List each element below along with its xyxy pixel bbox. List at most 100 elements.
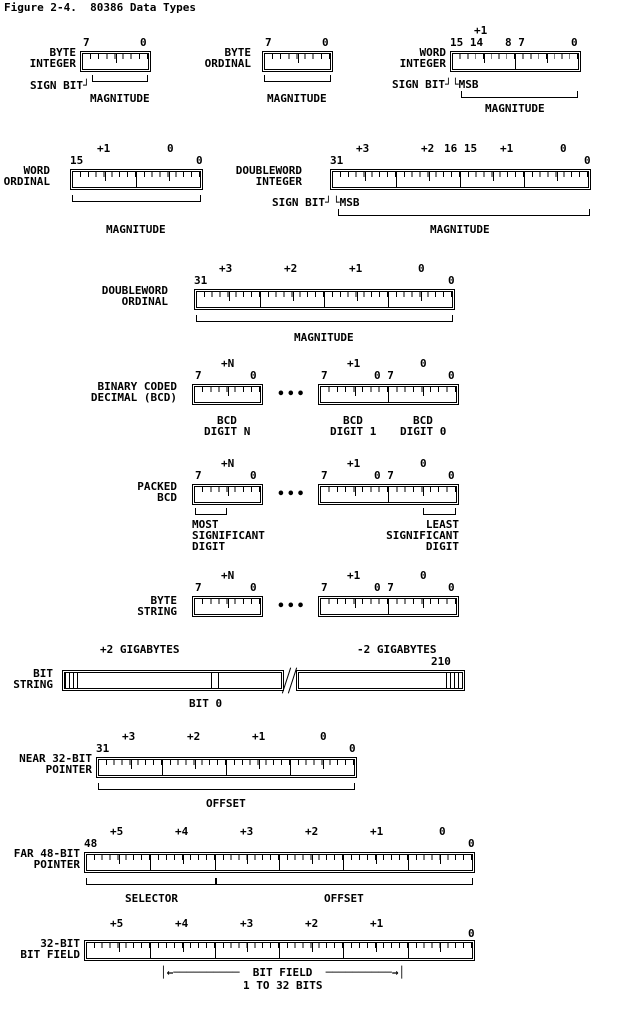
- dword-integer-offset-1: +1: [500, 142, 514, 155]
- dword-ordinal-bit-lo: 0: [448, 274, 455, 287]
- dword-ordinal-offset-2: +2: [284, 262, 298, 275]
- packed-bcd-offset-0: 0: [420, 457, 427, 470]
- byte-cell: [515, 54, 578, 69]
- bit-field-offset-4: +4: [175, 917, 189, 930]
- byte-cell: [87, 855, 151, 870]
- dword-integer-box: [330, 169, 591, 190]
- byte-cell: [388, 599, 456, 614]
- near-pointer-offset-3: +3: [122, 730, 136, 743]
- byte-cell: [150, 943, 215, 958]
- word-integer-bits-hi: 15 14: [450, 36, 484, 49]
- byte-string-offset-1: +1: [347, 569, 361, 582]
- near-pointer-box: [96, 757, 357, 778]
- byte-ordinal-bit-lo: 0: [322, 36, 329, 49]
- dword-ordinal-label-2: ORDINAL: [121, 295, 168, 308]
- word-integer-bit-lo: 0: [571, 36, 578, 49]
- bit-string-right-ticks: [446, 673, 462, 688]
- bit-field-box: [84, 940, 475, 961]
- byte-cell: [278, 943, 344, 958]
- dword-ordinal-bit-hi: 31: [194, 274, 208, 287]
- byte-cell: [407, 943, 473, 958]
- byte-integer-bit-lo: 0: [140, 36, 147, 49]
- bit-string-plus-label: +2 GIGABYTES: [100, 643, 180, 656]
- far-pointer-selector-brace: [86, 878, 216, 885]
- packed-bcd-left-box: [192, 484, 263, 505]
- dword-integer-bit-lo: 0: [584, 154, 591, 167]
- byte-ordinal-bit-hi: 7: [265, 36, 272, 49]
- word-integer-magnitude-brace: [461, 91, 578, 98]
- byte-integer-magnitude-brace: [92, 75, 148, 82]
- byte-cell: [324, 292, 388, 307]
- bit-string-bit0-marker: [211, 673, 219, 688]
- byte-string-offset-n: +N: [221, 569, 235, 582]
- packed-bcd-lsd-label-3: DIGIT: [425, 540, 459, 553]
- far-pointer-box: [84, 852, 475, 873]
- far-pointer-offset-2: +2: [305, 825, 319, 838]
- byte-ordinal-magnitude-label: MAGNITUDE: [267, 92, 327, 105]
- byte-ordinal-box: [262, 51, 333, 72]
- bit-string-label-1: BIT: [33, 667, 53, 680]
- packed-bcd-left-bit-hi: 7: [195, 469, 202, 482]
- bit-string-bit-numbers: 210: [431, 655, 451, 668]
- byte-cell: [343, 943, 408, 958]
- bcd-digit-n-label-2: DIGIT N: [204, 425, 251, 438]
- word-ordinal-offset-1: +1: [97, 142, 111, 155]
- byte-cell: [226, 760, 290, 775]
- near-pointer-bit-hi: 31: [96, 742, 110, 755]
- word-ordinal-label-2: ORDINAL: [3, 175, 50, 188]
- dword-ordinal-box: [194, 289, 455, 310]
- word-integer-sign-bit-label: SIGN BIT┘: [392, 78, 452, 91]
- bit-field-range-label: 1 TO 32 BITS: [243, 979, 323, 992]
- byte-cell: [260, 292, 324, 307]
- byte-cell: [407, 855, 473, 870]
- byte-string-label-1: BYTE: [150, 594, 178, 607]
- bit-field-offset-2: +2: [305, 917, 319, 930]
- byte-cell: [396, 172, 460, 187]
- far-pointer-bit-lo: 0: [468, 837, 475, 850]
- byte-cell: [195, 487, 260, 502]
- byte-cell: [136, 172, 200, 187]
- byte-cell: [388, 487, 456, 502]
- bit-field-span-arrow: │←────────── BIT FIELD ──────────→│: [160, 966, 406, 979]
- dword-ordinal-offset-1: +1: [349, 262, 363, 275]
- far-pointer-offset-label: OFFSET: [324, 892, 364, 905]
- bcd-digit-n-label-1: BCD: [217, 414, 237, 427]
- byte-string-left-bit-hi: 7: [195, 581, 202, 594]
- byte-integer-magnitude-label: MAGNITUDE: [90, 92, 150, 105]
- far-pointer-label-1: FAR 48-BIT: [13, 847, 80, 860]
- bit-string-label-2: STRING: [13, 678, 53, 691]
- bcd-offset-0: 0: [420, 357, 427, 370]
- byte-cell: [87, 943, 151, 958]
- bcd-right-bits-mid: 0 7: [374, 369, 394, 382]
- near-pointer-offset-0: 0: [320, 730, 327, 743]
- packed-bcd-msd-label-3: DIGIT: [192, 540, 226, 553]
- dword-integer-bits-mid: 16 15: [444, 142, 478, 155]
- byte-ordinal-label-1: BYTE: [224, 46, 252, 59]
- dword-integer-label-1: DOUBLEWORD: [235, 164, 302, 177]
- dword-integer-offset-0: 0: [560, 142, 567, 155]
- packed-bcd-msd-label-2: SIGNIFICANT: [192, 529, 265, 542]
- byte-cell: [343, 855, 408, 870]
- dword-integer-magnitude-brace: [338, 209, 590, 216]
- byte-cell: [460, 172, 524, 187]
- near-pointer-offset-1: +1: [252, 730, 266, 743]
- near-pointer-offset-brace: [98, 783, 355, 790]
- word-ordinal-magnitude-brace: [72, 195, 201, 202]
- figure-title: Figure 2-4. 80386 Data Types: [4, 1, 197, 14]
- word-ordinal-magnitude-label: MAGNITUDE: [106, 223, 166, 236]
- byte-cell: [290, 760, 354, 775]
- byte-string-right-box: [318, 596, 459, 617]
- packed-bcd-lsd-brace: [423, 508, 456, 515]
- byte-integer-sign-bit-label: SIGN BIT┘: [30, 79, 90, 92]
- bit-field-offset-5: +5: [110, 917, 124, 930]
- dword-integer-bit-hi: 31: [330, 154, 344, 167]
- word-ordinal-bit-lo: 0: [196, 154, 203, 167]
- bit-field-bit-lo: 0: [468, 927, 475, 940]
- word-ordinal-label-1: WORD: [23, 164, 51, 177]
- byte-string-right-bit-lo: 0: [448, 581, 455, 594]
- packed-bcd-right-box: [318, 484, 459, 505]
- packed-bcd-label-2: BCD: [157, 491, 177, 504]
- near-pointer-bit-lo: 0: [349, 742, 356, 755]
- byte-ordinal-label-2: ORDINAL: [204, 57, 251, 70]
